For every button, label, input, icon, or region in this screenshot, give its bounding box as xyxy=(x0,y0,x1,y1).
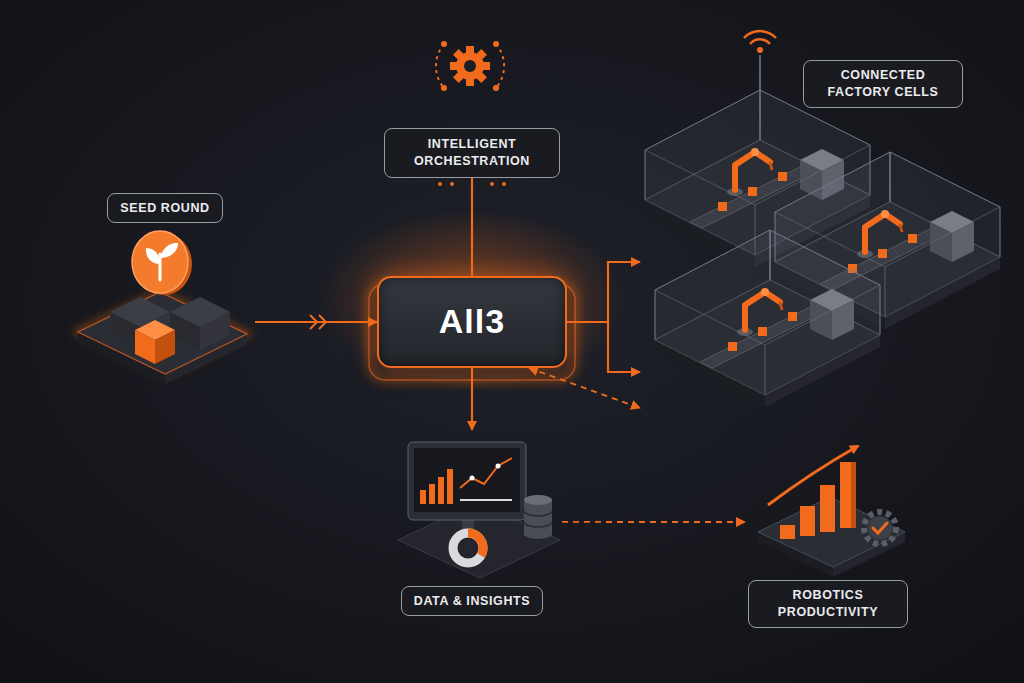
stage-label: DATA & INSIGHTS xyxy=(401,586,543,617)
productivity-illustration xyxy=(758,446,905,577)
data-illustration xyxy=(460,499,512,501)
productivity-stage: ROBOTICS PRODUCTIVITY xyxy=(745,425,910,625)
data-illustration xyxy=(496,464,501,469)
data-arrow xyxy=(472,368,473,430)
seed-illustration xyxy=(146,248,160,264)
chip-glow xyxy=(438,182,442,186)
chip-glow xyxy=(451,182,453,276)
orchestration-box: INTELLIGENT ORCHESTRATION xyxy=(384,128,560,178)
deploy-arrow xyxy=(567,262,640,372)
seed-illustration xyxy=(155,330,175,364)
box-label: INTELLIGENT ORCHESTRATION xyxy=(397,136,547,170)
data-illustration xyxy=(447,469,453,504)
stage-label: SEED ROUND xyxy=(107,193,222,224)
data-illustration xyxy=(468,533,483,556)
seed-illustration xyxy=(78,292,247,374)
chip-glow xyxy=(503,182,505,276)
seed-illustration xyxy=(132,231,188,293)
chip-logo: All3 xyxy=(439,303,505,340)
productivity-illustration xyxy=(768,446,858,505)
factory-cells-illustration xyxy=(757,47,763,53)
factory-cells-illustration xyxy=(750,39,770,44)
productivity-illustration xyxy=(800,506,815,536)
productivity-illustration xyxy=(840,462,856,528)
deploy-arrow xyxy=(567,322,640,372)
orchestration-gear xyxy=(441,41,447,47)
orchestration-gear xyxy=(436,44,444,88)
feedback-link xyxy=(529,368,640,408)
productivity-illustration xyxy=(780,525,795,539)
productivity-illustration xyxy=(873,523,887,533)
insight-link xyxy=(562,521,745,523)
data-illustration xyxy=(524,500,552,534)
factory-cells-illustration xyxy=(744,31,776,38)
chip-glow xyxy=(450,182,454,186)
orchestration-link xyxy=(472,178,473,276)
seed-illustration xyxy=(78,231,326,384)
chip-glow xyxy=(491,182,493,276)
data-illustration xyxy=(420,490,426,504)
data-illustration xyxy=(524,495,552,505)
seed-round-stage: SEED ROUND xyxy=(70,190,255,385)
factory-cell xyxy=(655,230,880,407)
data-illustration xyxy=(398,442,560,578)
seed-illustration xyxy=(78,292,247,374)
data-illustration xyxy=(453,533,483,563)
seed-illustration xyxy=(160,243,178,258)
data-arrow xyxy=(471,368,473,430)
seed-illustration xyxy=(200,312,230,350)
funding-arrow xyxy=(255,321,377,323)
productivity-illustration xyxy=(820,485,835,532)
data-illustration xyxy=(524,511,552,527)
orchestration-gear xyxy=(493,85,499,91)
orchestration-gear xyxy=(436,41,504,91)
data-illustration xyxy=(524,529,552,539)
chip-glow xyxy=(490,182,494,186)
factory-cells-stage: CONNECTED FACTORY CELLS xyxy=(640,60,990,445)
seed-illustration xyxy=(135,330,155,364)
data-illustration xyxy=(438,477,444,504)
orchestration-gear xyxy=(493,41,499,47)
orchestration-gear xyxy=(464,60,476,72)
stage-label: CONNECTED FACTORY CELLS xyxy=(803,60,963,108)
deploy-arrow xyxy=(567,262,640,322)
data-illustration xyxy=(470,476,475,481)
orchestration-gear xyxy=(496,44,504,88)
orchestration-gear xyxy=(441,85,447,91)
chip-glow xyxy=(439,182,441,276)
insight-link xyxy=(562,521,745,522)
chip-glow xyxy=(502,182,506,186)
platform-chip: All3 xyxy=(377,276,567,368)
productivity-illustration xyxy=(851,462,856,528)
data-illustration xyxy=(460,458,512,488)
productivity-illustration xyxy=(868,516,892,540)
orchestration-link xyxy=(471,178,473,276)
orchestration-gear xyxy=(450,46,490,86)
data-illustration xyxy=(429,484,435,504)
data-illustration xyxy=(414,448,520,512)
feedback-link xyxy=(529,368,640,408)
data-illustration xyxy=(408,442,526,520)
productivity-illustration xyxy=(864,512,896,544)
funding-arrow xyxy=(255,322,377,323)
orchestration-gear xyxy=(456,52,484,80)
factory-cells-illustration xyxy=(645,31,1000,407)
stage-label: ROBOTICS PRODUCTIVITY xyxy=(748,580,908,628)
factory-cells-illustration xyxy=(759,55,761,90)
data-insights-stage: DATA & INSIGHTS xyxy=(382,430,562,622)
